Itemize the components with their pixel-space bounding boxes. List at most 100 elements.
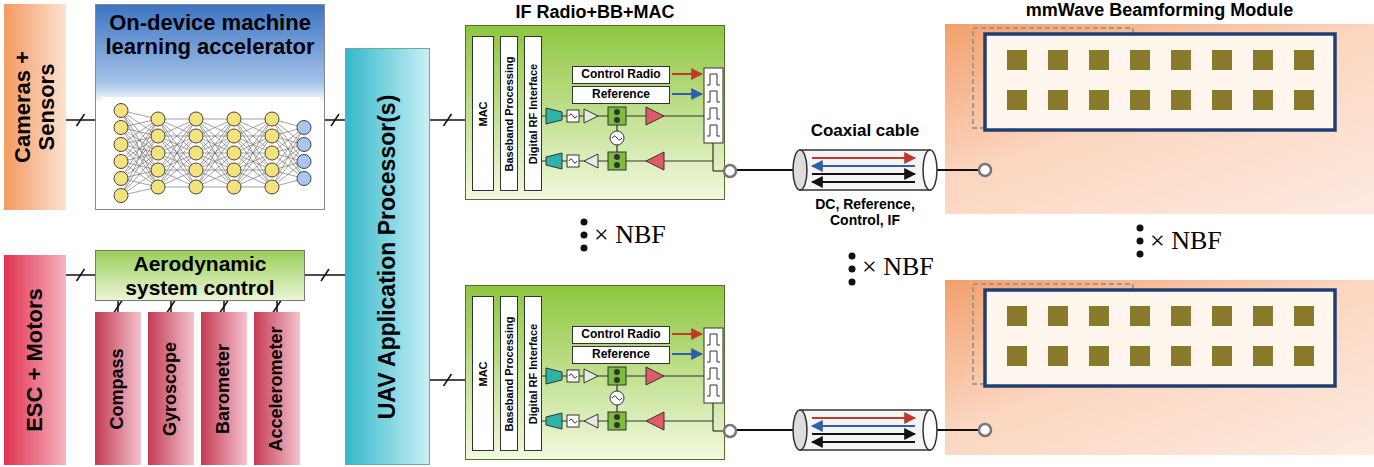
node-label: Reference <box>592 88 650 101</box>
mixer-port <box>614 414 620 420</box>
filter-icon <box>707 91 720 102</box>
terminal <box>979 424 991 436</box>
cable-wire <box>812 181 915 183</box>
bus-slash <box>167 301 175 313</box>
filter-icon <box>707 368 720 379</box>
mac-block: MAC <box>472 36 494 191</box>
neuron <box>297 138 311 152</box>
antenna-patch <box>1048 90 1068 110</box>
cable-label: DC, Reference, Control, IF <box>800 196 930 228</box>
neuron <box>227 129 241 143</box>
synapse <box>196 119 234 170</box>
antenna-patch <box>1212 50 1232 70</box>
mixer-port <box>614 162 620 168</box>
node-label: Cameras + Sensors <box>11 8 59 206</box>
node-label: Accelerometer <box>267 316 287 461</box>
node-label: Reference <box>592 348 650 361</box>
antenna-patch <box>1089 90 1109 110</box>
filter-icon <box>707 351 720 362</box>
synapse <box>234 119 272 170</box>
antenna-patch <box>1130 306 1150 326</box>
oscillator-wave <box>612 136 622 140</box>
node-label: Aerodynamic system control <box>96 252 304 298</box>
mixer-port <box>614 109 620 115</box>
neuron <box>151 163 165 177</box>
dot <box>1137 238 1144 245</box>
bus-slash <box>444 374 452 386</box>
ellipsis-dots <box>581 219 1144 286</box>
mixer-port <box>614 154 620 160</box>
converter <box>546 368 562 384</box>
mixer-port <box>614 369 620 375</box>
antenna-array <box>985 34 1335 130</box>
control-arrow <box>672 73 702 75</box>
dot <box>1137 251 1144 258</box>
multiplicity-label: × NBF <box>1150 226 1222 256</box>
cable-wire <box>812 433 915 435</box>
mac-block: MAC <box>472 296 494 451</box>
wire <box>712 143 713 171</box>
antenna-patch <box>1089 50 1109 70</box>
antenna-patch <box>1294 90 1314 110</box>
antenna-patch <box>1294 346 1314 366</box>
control-arrow <box>672 333 702 335</box>
control-radio-box: Control Radio <box>572 66 670 84</box>
neuron <box>265 146 279 160</box>
reference-box: Reference <box>572 346 670 364</box>
terminal <box>724 425 736 437</box>
neuron <box>265 163 279 177</box>
input-box: Cameras + Sensors <box>4 4 66 210</box>
feed-line <box>945 429 979 431</box>
amplifier <box>584 414 598 428</box>
converter <box>546 413 562 429</box>
dot <box>1137 225 1144 232</box>
node-label: Digital RF Interface <box>527 300 539 447</box>
neuron <box>114 172 128 186</box>
synapse <box>196 136 234 187</box>
bus-slash <box>77 269 85 281</box>
bus-slash <box>77 114 85 126</box>
dot <box>581 232 588 239</box>
if-radio-box: IF Radio+BB+MACMACBaseband ProcessingDig… <box>465 25 725 200</box>
cable-end <box>793 410 807 450</box>
antenna-patch <box>1253 346 1273 366</box>
node-label: Baseband Processing <box>503 40 515 187</box>
dot <box>849 266 856 273</box>
heading-label: mmWave Beamforming Module <box>945 0 1374 21</box>
antenna-patch <box>1130 346 1150 366</box>
neuron <box>189 112 203 126</box>
neuron <box>227 180 241 194</box>
antenna-patch <box>1089 346 1109 366</box>
power-amplifier <box>646 107 664 125</box>
bus-slash <box>321 269 329 281</box>
antenna-patch <box>1294 50 1314 70</box>
neuron <box>189 180 203 194</box>
oscillator <box>610 391 624 405</box>
neuron <box>265 180 279 194</box>
neuron <box>114 121 128 135</box>
converter <box>546 108 562 124</box>
antenna-patch <box>1130 50 1150 70</box>
oscillator <box>610 131 624 145</box>
synapse <box>158 119 196 170</box>
synapse <box>234 136 272 187</box>
cable-body <box>800 150 930 190</box>
antenna-patch <box>1007 90 1027 110</box>
if-chain <box>542 68 736 177</box>
synapse <box>196 136 234 187</box>
filter-wave <box>569 159 577 163</box>
node-label: Baseband Processing <box>503 300 515 447</box>
wire <box>712 403 713 431</box>
power-amplifier <box>646 367 664 385</box>
antenna-patch <box>1007 346 1027 366</box>
filter <box>567 155 579 167</box>
feed-line <box>945 169 979 171</box>
amplifier <box>584 109 598 123</box>
neuron <box>189 129 203 143</box>
bus-slash <box>273 301 281 313</box>
antenna-patch <box>1171 90 1191 110</box>
control-radio-box: Control Radio <box>572 326 670 344</box>
processor-box: UAV Application Processor(s) <box>345 48 430 465</box>
neuron <box>297 121 311 135</box>
mixer-port <box>614 422 620 428</box>
